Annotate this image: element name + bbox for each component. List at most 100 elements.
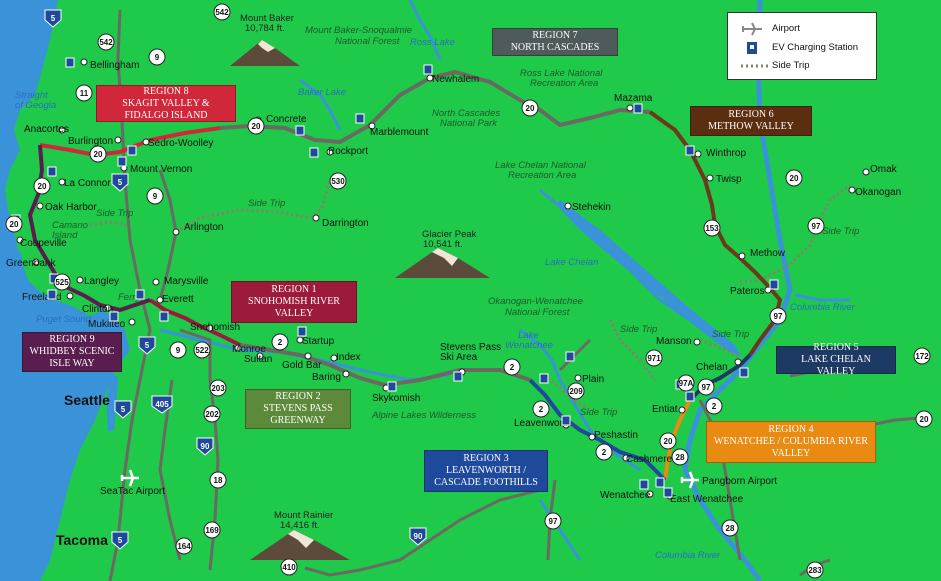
lake-chelan-nra-label: Lake Chelan National	[495, 160, 587, 171]
town-wenatchee: Wenatchee	[600, 490, 651, 501]
town-stevens-pass-2: Ski Area	[440, 352, 478, 363]
us2-shield-2: 2	[510, 363, 515, 372]
city-tacoma: Tacoma	[56, 532, 108, 548]
north-cascades-np-label: North Cascades	[432, 108, 500, 119]
town-langley: Langley	[84, 276, 119, 287]
town-entiat: Entiat	[652, 404, 678, 415]
town-cashmere: Cashmere	[626, 454, 673, 465]
town-burlington: Burlington	[68, 136, 113, 147]
town-concrete: Concrete	[266, 114, 307, 125]
region-2-title: REGION 2	[275, 391, 321, 402]
map-legend: Airport EV Charging Station Side Trip	[727, 12, 877, 80]
alpine-lakes-label: Alpine Lakes Wilderness	[371, 410, 476, 421]
sr20-shield-2: 20	[94, 150, 103, 159]
route-region2	[239, 343, 531, 388]
region-6-label[interactable]: REGION 6 METHOW VALLEY	[690, 106, 812, 136]
town-freeland: Freeland	[22, 292, 61, 303]
town-greenbank: Greenbank	[6, 258, 56, 269]
side-trip-icon	[741, 64, 769, 68]
town-leavenworth: Leavenworth	[514, 418, 571, 429]
sr9-shield-2: 9	[153, 192, 158, 201]
town-monroe: Monroe	[232, 344, 266, 355]
sr172-shield: 172	[915, 352, 929, 361]
sr542-shield-1: 542	[99, 38, 113, 47]
camano-label: Camano	[52, 220, 88, 231]
region-7-title: REGION 7	[532, 30, 578, 41]
i5-shield-2: 5	[118, 178, 123, 187]
fidalgo-island	[20, 118, 60, 145]
us97a-shield: 97A	[679, 379, 694, 388]
region-4-label[interactable]: REGION 4 WENATCHEE / COLUMBIA RIVER VALL…	[706, 421, 876, 463]
mbs-forest-label: Mount Baker-Snoqualmie	[305, 25, 412, 36]
region-8-label[interactable]: REGION 8 SKAGIT VALLEY & FIDALGO ISLAND	[96, 85, 236, 122]
strait-label-2: of Geogia	[15, 100, 56, 111]
us2-shield-4: 2	[602, 448, 607, 457]
sr20-shield-4: 20	[10, 220, 19, 229]
town-pateros: Pateros	[730, 286, 764, 297]
town-marysville: Marysville	[164, 276, 209, 287]
airport-icon	[742, 22, 762, 36]
us2-shield-1: 2	[278, 338, 283, 347]
town-bellingham: Bellingham	[90, 60, 139, 71]
region-5-title: REGION 5	[813, 342, 859, 353]
mbs-forest-label-2: National Forest	[335, 36, 400, 47]
region-9-name: WHIDBEY SCENIC ISLE WAY	[29, 346, 115, 369]
camano-label-2: Island	[52, 230, 78, 241]
town-arlington: Arlington	[184, 222, 223, 233]
us2-shield-6: 20	[920, 415, 929, 424]
side-trip-label-camano: Side Trip	[96, 208, 133, 219]
town-mount-vernon: Mount Vernon	[130, 164, 192, 175]
side-trip-label-darrington: Side Trip	[248, 198, 285, 209]
region-9-title: REGION 9	[49, 334, 95, 345]
region-4-name: WENATCHEE / COLUMBIA RIVER VALLEY	[713, 436, 869, 459]
mount-rainier-name: Mount Rainier	[274, 510, 333, 521]
town-mukilteo: Mukilteo	[88, 319, 126, 330]
town-twisp: Twisp	[716, 174, 742, 185]
sr9-shield-1: 9	[155, 53, 160, 62]
region-1-name: SNOHOMISH RIVER VALLEY	[248, 296, 340, 319]
us97-shield-3: 97	[702, 383, 711, 392]
route-region8	[39, 126, 221, 158]
town-everett: Everett	[162, 294, 194, 305]
sr20-shield-5: 20	[526, 104, 535, 113]
i5-shield-5: 5	[118, 536, 123, 545]
region-5-label[interactable]: REGION 5 LAKE CHELAN VALLEY	[776, 342, 896, 377]
region-9-label[interactable]: REGION 9 WHIDBEY SCENIC ISLE WAY	[22, 332, 122, 372]
camano-island	[60, 210, 90, 262]
ev-charging-icon	[747, 42, 757, 54]
sr20-shield-3: 20	[38, 182, 47, 191]
town-east-wenatchee: East Wenatchee	[670, 494, 744, 505]
columbia-river-label-1: Columbia River	[790, 302, 856, 313]
i5-shield-3: 5	[145, 341, 150, 350]
town-mazama: Mazama	[614, 93, 653, 104]
region-1-label[interactable]: REGION 1 SNOHOMISH RIVER VALLEY	[231, 281, 357, 323]
sr522-shield: 522	[195, 346, 209, 355]
i90-shield-2: 90	[414, 532, 423, 541]
mount-baker-peak	[230, 40, 300, 66]
side-trip-label-plain: Side Trip	[580, 407, 617, 418]
region-2-label[interactable]: REGION 2 STEVENS PASS GREENWAY	[245, 389, 351, 429]
sr209-shield: 209	[569, 387, 583, 396]
side-trip-label-manson: Side Trip	[620, 324, 657, 335]
region-3-label[interactable]: REGION 3 LEAVENWORTH / CASCADE FOOTHILLS	[424, 450, 548, 492]
sr283-shield: 283	[808, 566, 822, 575]
side-trip-label-okanogan: Side Trip	[822, 226, 859, 237]
town-newhalem: Newhalem	[432, 74, 479, 85]
region-8-name: SKAGIT VALLEY & FIDALGO ISLAND	[122, 97, 210, 121]
state-route-shields	[5, 3, 933, 579]
region-7-name: NORTH CASCADES	[510, 42, 600, 53]
region-7-label[interactable]: REGION 7 NORTH CASCADES	[492, 28, 618, 56]
sr971-shield: 971	[647, 354, 661, 363]
sr28-shield-1: 28	[676, 453, 685, 462]
strait-label: Straight	[15, 90, 48, 101]
sr18-shield: 18	[214, 476, 223, 485]
town-la-conner: La Connor	[64, 178, 111, 189]
us2-shield-3: 2	[539, 405, 544, 414]
i405-shield: 405	[155, 400, 169, 409]
town-gold-bar: Gold Bar	[282, 360, 322, 371]
route-region1	[148, 298, 241, 347]
us97-shield-1: 97	[549, 517, 558, 526]
town-coupeville: Coupeville	[20, 238, 67, 249]
region-8-title: REGION 8	[143, 85, 189, 97]
